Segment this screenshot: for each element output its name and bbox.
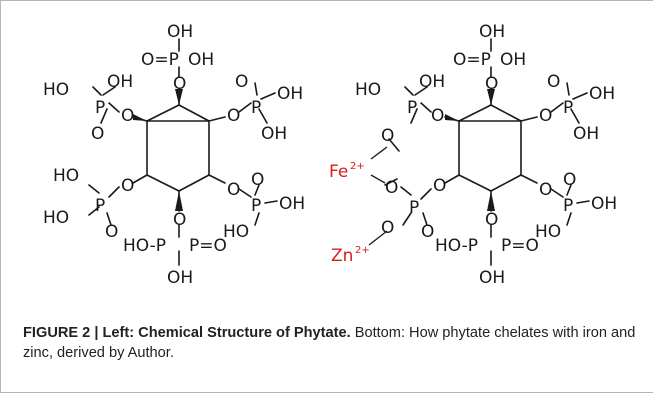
atom-label: O: [91, 124, 104, 144]
atom-label: O: [381, 218, 394, 238]
atom-label: P: [251, 98, 261, 118]
atom-label: O: [235, 72, 248, 92]
atom-label: HO: [535, 222, 561, 242]
atom-label: O: [433, 176, 446, 196]
caption-label: FIGURE 2 |: [23, 325, 99, 341]
atom-label: O: [173, 210, 186, 230]
atom-label: O: [539, 106, 552, 126]
atom-label: OH: [167, 22, 193, 42]
phytate-chelation-right: OH O=P OH O HO OH P O O O OH P O OH O O …: [327, 17, 647, 313]
atom-label: OH: [261, 124, 287, 144]
atom-label: OH: [107, 72, 133, 92]
atom-label: P=O: [501, 236, 539, 256]
atom-label: O: [227, 106, 240, 126]
atom-label: P: [95, 98, 105, 118]
zinc-charge-label: 2+: [355, 245, 370, 256]
figure-caption: FIGURE 2 | Left: Chemical Structure of P…: [23, 323, 643, 363]
atom-label: OH: [589, 84, 615, 104]
atom-label: HO-P: [123, 236, 166, 256]
atom-label: O: [173, 74, 186, 94]
iron-ion-label: Fe: [329, 162, 348, 182]
atom-label: HO: [355, 80, 381, 100]
atom-label: O: [485, 210, 498, 230]
atom-label: HO: [43, 80, 69, 100]
atom-label: O: [547, 72, 560, 92]
caption-body: Bottom: How phytate chelates with iron a…: [23, 325, 636, 361]
phytate-structure-svg: OH O=P OH O HO OH P O O O OH P O OH HO O…: [43, 22, 305, 288]
atom-label: HO: [43, 208, 69, 228]
atom-label: HO: [53, 166, 79, 186]
zinc-ion-label: Zn: [331, 246, 353, 266]
atom-label: O: [227, 180, 240, 200]
atom-label: O: [121, 176, 134, 196]
atom-label: P=O: [189, 236, 227, 256]
iron-charge-label: 2+: [350, 161, 365, 172]
caption-title: Left: Chemical Structure of Phytate.: [102, 325, 351, 341]
atom-label: O: [485, 74, 498, 94]
atom-label: OH: [479, 22, 505, 42]
atom-label: P: [407, 98, 417, 118]
atom-label: P: [563, 196, 573, 216]
atom-label: O: [563, 170, 576, 190]
atom-label: OH: [167, 268, 193, 288]
atom-label: O=P: [141, 50, 179, 70]
atom-label: P: [409, 198, 419, 218]
phytate-structure-left: OH O=P OH O HO OH P O O O OH P O OH HO O…: [29, 17, 349, 313]
atom-label: O: [105, 222, 118, 242]
atom-label: OH: [479, 268, 505, 288]
atom-label: OH: [500, 50, 526, 70]
atom-label: OH: [591, 194, 617, 214]
atom-label: P: [563, 98, 573, 118]
atom-label: O=P: [453, 50, 491, 70]
atom-label: OH: [419, 72, 445, 92]
atom-label: O: [251, 170, 264, 190]
phytate-chelation-svg: OH O=P OH O HO OH P O O O OH P O OH O O …: [329, 22, 617, 288]
atom-label: O: [421, 222, 434, 242]
atom-label: O: [121, 106, 134, 126]
atom-label: OH: [188, 50, 214, 70]
atom-label: OH: [573, 124, 599, 144]
atom-label: HO: [223, 222, 249, 242]
atom-label: O: [385, 178, 398, 198]
atom-label: O: [539, 180, 552, 200]
atom-label: HO-P: [435, 236, 478, 256]
atom-label: OH: [279, 194, 305, 214]
atom-label: OH: [277, 84, 303, 104]
atom-label: P: [251, 196, 261, 216]
atom-label: O: [431, 106, 444, 126]
atom-label: P: [95, 196, 105, 216]
atom-label: O: [381, 126, 394, 146]
